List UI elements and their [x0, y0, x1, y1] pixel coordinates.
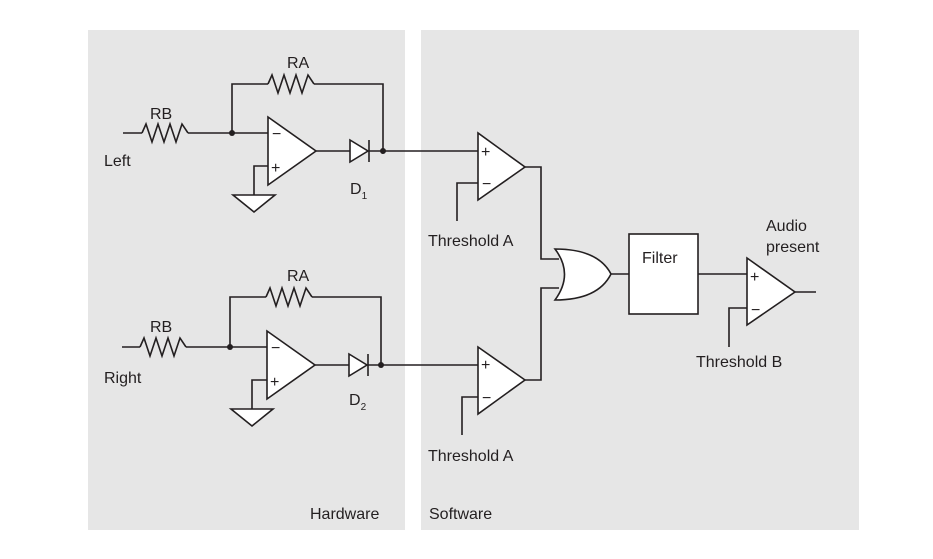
hardware-label: Hardware [310, 506, 379, 523]
left-diode-letter: D [350, 181, 362, 198]
right-diode [348, 352, 369, 378]
left-opamp [267, 115, 318, 187]
right-comparator-inverting-sign: − [482, 390, 491, 407]
right-diode-subscript: 2 [361, 402, 367, 413]
or-gate [553, 248, 612, 301]
left-threshold-comparator [477, 131, 527, 202]
software-label: Software [429, 506, 492, 523]
right-ground-symbol [228, 408, 276, 428]
right-opamp [266, 329, 317, 401]
left-diode-node [380, 148, 386, 154]
filter-label: Filter [642, 250, 678, 267]
right-ra-resistor [265, 285, 313, 309]
right-comparator-output-wire [525, 287, 559, 381]
left-opamp-inverting-sign: − [272, 126, 281, 143]
right-comparator-noninverting-sign: + [481, 357, 490, 374]
left-rb-resistor [141, 121, 189, 145]
left-feedback-return-wire [314, 83, 384, 151]
left-input-label: Left [104, 153, 131, 170]
right-opamp-inverting-sign: − [271, 340, 280, 357]
audio-present-label-line1: Audio [766, 218, 807, 235]
right-rb-resistor [139, 335, 187, 359]
output-threshold-comparator [746, 256, 797, 327]
right-input-label: Right [104, 370, 142, 387]
left-diode [349, 138, 370, 164]
left-feedback-wire [231, 83, 268, 133]
right-opamp-noninverting-sign: + [270, 374, 279, 391]
left-comparator-noninverting-sign: + [481, 144, 490, 161]
audio-present-label-line2: present [766, 239, 820, 256]
right-ground-wire [251, 379, 267, 409]
right-threshold-label: Threshold A [428, 448, 514, 465]
right-threshold-comparator [477, 345, 527, 416]
right-threshold-wire [461, 396, 478, 435]
software-detection-chain: + − Threshold A + − Threshold A Filter +… [428, 131, 820, 465]
filter-block [628, 233, 699, 315]
left-rb-label: RB [150, 106, 172, 123]
right-feedback-wire [229, 296, 266, 347]
left-threshold-wire [456, 182, 478, 221]
left-ra-label: RA [287, 55, 310, 72]
output-threshold-label: Threshold B [696, 354, 782, 371]
right-diode-label: D2 [349, 392, 367, 413]
right-diode-node [378, 362, 384, 368]
left-opamp-noninverting-sign: + [271, 160, 280, 177]
hardware-panel [88, 30, 405, 530]
left-comparator-inverting-sign: − [482, 176, 491, 193]
left-ground-symbol [230, 194, 278, 214]
left-comparator-output-wire [525, 166, 559, 260]
right-feedback-return-wire [312, 296, 382, 365]
right-precision-rectifier: − + RB RA Right D2 [104, 268, 478, 428]
left-precision-rectifier: − + RB RA Left D1 [104, 55, 478, 214]
left-diode-label: D1 [350, 181, 368, 202]
output-comparator-inverting-sign: − [751, 302, 760, 319]
right-diode-letter: D [349, 392, 361, 409]
left-ground-wire [253, 165, 268, 195]
left-threshold-label: Threshold A [428, 233, 514, 250]
output-threshold-wire [728, 307, 747, 347]
right-ra-label: RA [287, 268, 310, 285]
left-ra-resistor [267, 72, 315, 96]
right-rb-label: RB [150, 319, 172, 336]
left-diode-subscript: 1 [362, 191, 368, 202]
output-comparator-noninverting-sign: + [750, 269, 759, 286]
